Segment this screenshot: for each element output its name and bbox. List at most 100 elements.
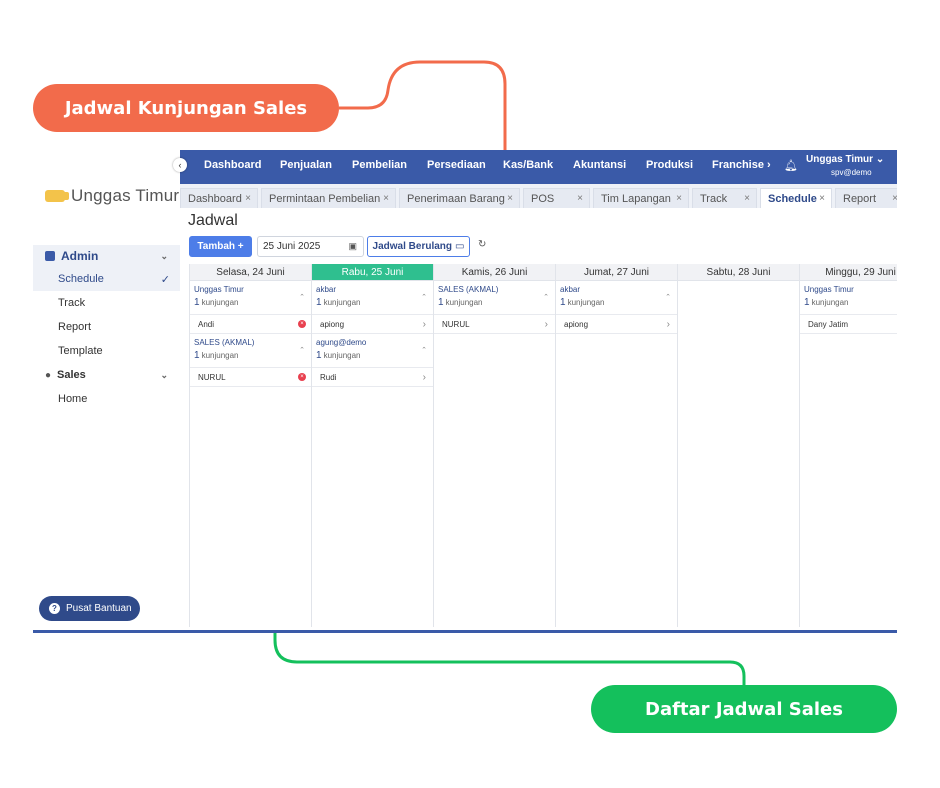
tab-track[interactable]: Track×: [692, 188, 757, 208]
chevron-right-icon[interactable]: ›: [422, 318, 426, 330]
nav-akuntansi[interactable]: Akuntansi: [573, 159, 627, 171]
caret-up-icon[interactable]: ⌃: [421, 347, 427, 354]
salesperson-name: akbar: [316, 285, 337, 294]
salesperson-name: Unggas Timur: [194, 285, 244, 294]
visit-item[interactable]: Dany Jatim: [800, 315, 897, 334]
nav-penjualan[interactable]: Penjualan: [280, 159, 332, 171]
sidebar-item-schedule[interactable]: Schedule ✓: [33, 267, 180, 291]
day-header: Kamis, 26 Juni: [434, 264, 555, 281]
question-icon: ?: [49, 603, 60, 614]
salesperson-name: SALES (AKMAL): [438, 285, 499, 294]
sidebar-item-track[interactable]: Track: [33, 291, 180, 315]
caret-up-icon[interactable]: ⌃: [299, 294, 305, 301]
sidebar-item-label: Schedule: [58, 273, 104, 285]
sidebar: Unggas Timur Admin ⌄ Schedule ✓ Track Re…: [33, 150, 180, 630]
tab-label: Permintaan Pembelian: [269, 192, 381, 205]
help-center-button[interactable]: ? Pusat Bantuan: [39, 596, 140, 621]
sidebar-item-template[interactable]: Template: [33, 339, 180, 363]
caret-up-icon[interactable]: ⌃: [299, 347, 305, 354]
chevron-right-icon[interactable]: ›: [666, 318, 670, 330]
tab-report[interactable]: Report×: [835, 188, 897, 208]
nav-persediaan[interactable]: Persediaan: [427, 159, 486, 171]
recurring-label: Jadwal Berulang: [372, 241, 452, 252]
brand-logo[interactable]: Unggas Timur: [45, 186, 179, 206]
visit-item[interactable]: apiong ›: [556, 315, 677, 334]
callout-jadwal-kunjungan: Jadwal Kunjungan Sales: [33, 84, 339, 132]
page-title: Jadwal: [188, 212, 238, 229]
close-icon[interactable]: ×: [507, 193, 513, 204]
customer-name: apiong: [320, 319, 345, 329]
close-icon[interactable]: ×: [577, 193, 583, 204]
nav-dashboard[interactable]: Dashboard: [204, 159, 262, 171]
visit-item[interactable]: NURUL ×: [190, 368, 311, 387]
salesperson-name: Unggas Timur: [804, 285, 854, 294]
delete-icon[interactable]: ×: [298, 373, 306, 381]
sidebar-item-home[interactable]: Home: [33, 387, 180, 411]
day-header: Selasa, 24 Juni: [190, 264, 311, 281]
sidebar-group-admin[interactable]: Admin ⌄: [33, 245, 180, 267]
sidebar-item-report[interactable]: Report: [33, 315, 180, 339]
close-icon[interactable]: ×: [245, 193, 251, 204]
tab-label: Schedule: [768, 192, 817, 205]
user-email: spv@demo: [831, 168, 872, 177]
caret-up-icon[interactable]: ⌃: [543, 294, 549, 301]
caret-up-icon[interactable]: ⌃: [665, 294, 671, 301]
sidebar-group-label: Admin: [61, 249, 99, 263]
user-menu[interactable]: Unggas Timur ⌄: [806, 154, 885, 165]
truck-icon: [45, 190, 69, 202]
tab-penerimaan-barang[interactable]: Penerimaan Barang×: [399, 188, 520, 208]
visit-item[interactable]: Andi ×: [190, 315, 311, 334]
tab-pos[interactable]: POS ×: [523, 188, 590, 208]
day-header: Sabtu, 28 Juni: [678, 264, 799, 281]
tab-permintaan-pembelian[interactable]: Permintaan Pembelian×: [261, 188, 396, 208]
date-picker[interactable]: 25 Juni 2025 ▣: [257, 236, 364, 257]
salesperson-name: akbar: [560, 285, 581, 294]
visit-item[interactable]: NURUL ›: [434, 315, 555, 334]
refresh-icon[interactable]: ↻: [478, 239, 487, 250]
chevron-right-icon[interactable]: ›: [544, 318, 548, 330]
tab-dashboard[interactable]: Dashboard×: [180, 188, 258, 208]
add-schedule-button[interactable]: Tambah +: [189, 236, 252, 257]
nav-produksi[interactable]: Produksi: [646, 159, 694, 171]
nav-franchise[interactable]: Franchise ›: [712, 159, 771, 171]
visit-item[interactable]: Rudi ›: [312, 368, 433, 387]
tab-tim-lapangan[interactable]: Tim Lapangan×: [593, 188, 689, 208]
chart-icon: [45, 251, 55, 261]
close-icon[interactable]: ×: [676, 193, 682, 204]
nav-pembelian[interactable]: Pembelian: [352, 159, 408, 171]
salesperson-name: agung@demo: [316, 338, 367, 347]
customer-name: Rudi: [320, 372, 337, 382]
tab-label: POS: [531, 192, 555, 205]
day-header: Minggu, 29 Juni: [800, 264, 897, 281]
close-icon[interactable]: ×: [819, 193, 825, 204]
recurring-schedule-button[interactable]: Jadwal Berulang ▭: [367, 236, 470, 257]
tab-schedule[interactable]: Schedule×: [760, 188, 832, 208]
collapse-sidebar-button[interactable]: ‹: [173, 158, 187, 172]
close-icon[interactable]: ×: [744, 193, 750, 204]
visit-item[interactable]: apiong ›: [312, 315, 433, 334]
chevron-right-icon[interactable]: ›: [422, 371, 426, 383]
delete-icon[interactable]: ×: [298, 320, 306, 328]
close-icon[interactable]: ×: [383, 193, 389, 204]
nav-kas-bank[interactable]: Kas/Bank: [503, 159, 554, 171]
caret-up-icon[interactable]: ⌃: [421, 294, 427, 301]
sidebar-group-label: Sales: [57, 369, 86, 381]
sidebar-group-sales[interactable]: ● Sales ⌄: [33, 363, 180, 387]
bell-icon[interactable]: 🔔︎: [784, 160, 798, 172]
close-icon[interactable]: ×: [892, 193, 897, 204]
